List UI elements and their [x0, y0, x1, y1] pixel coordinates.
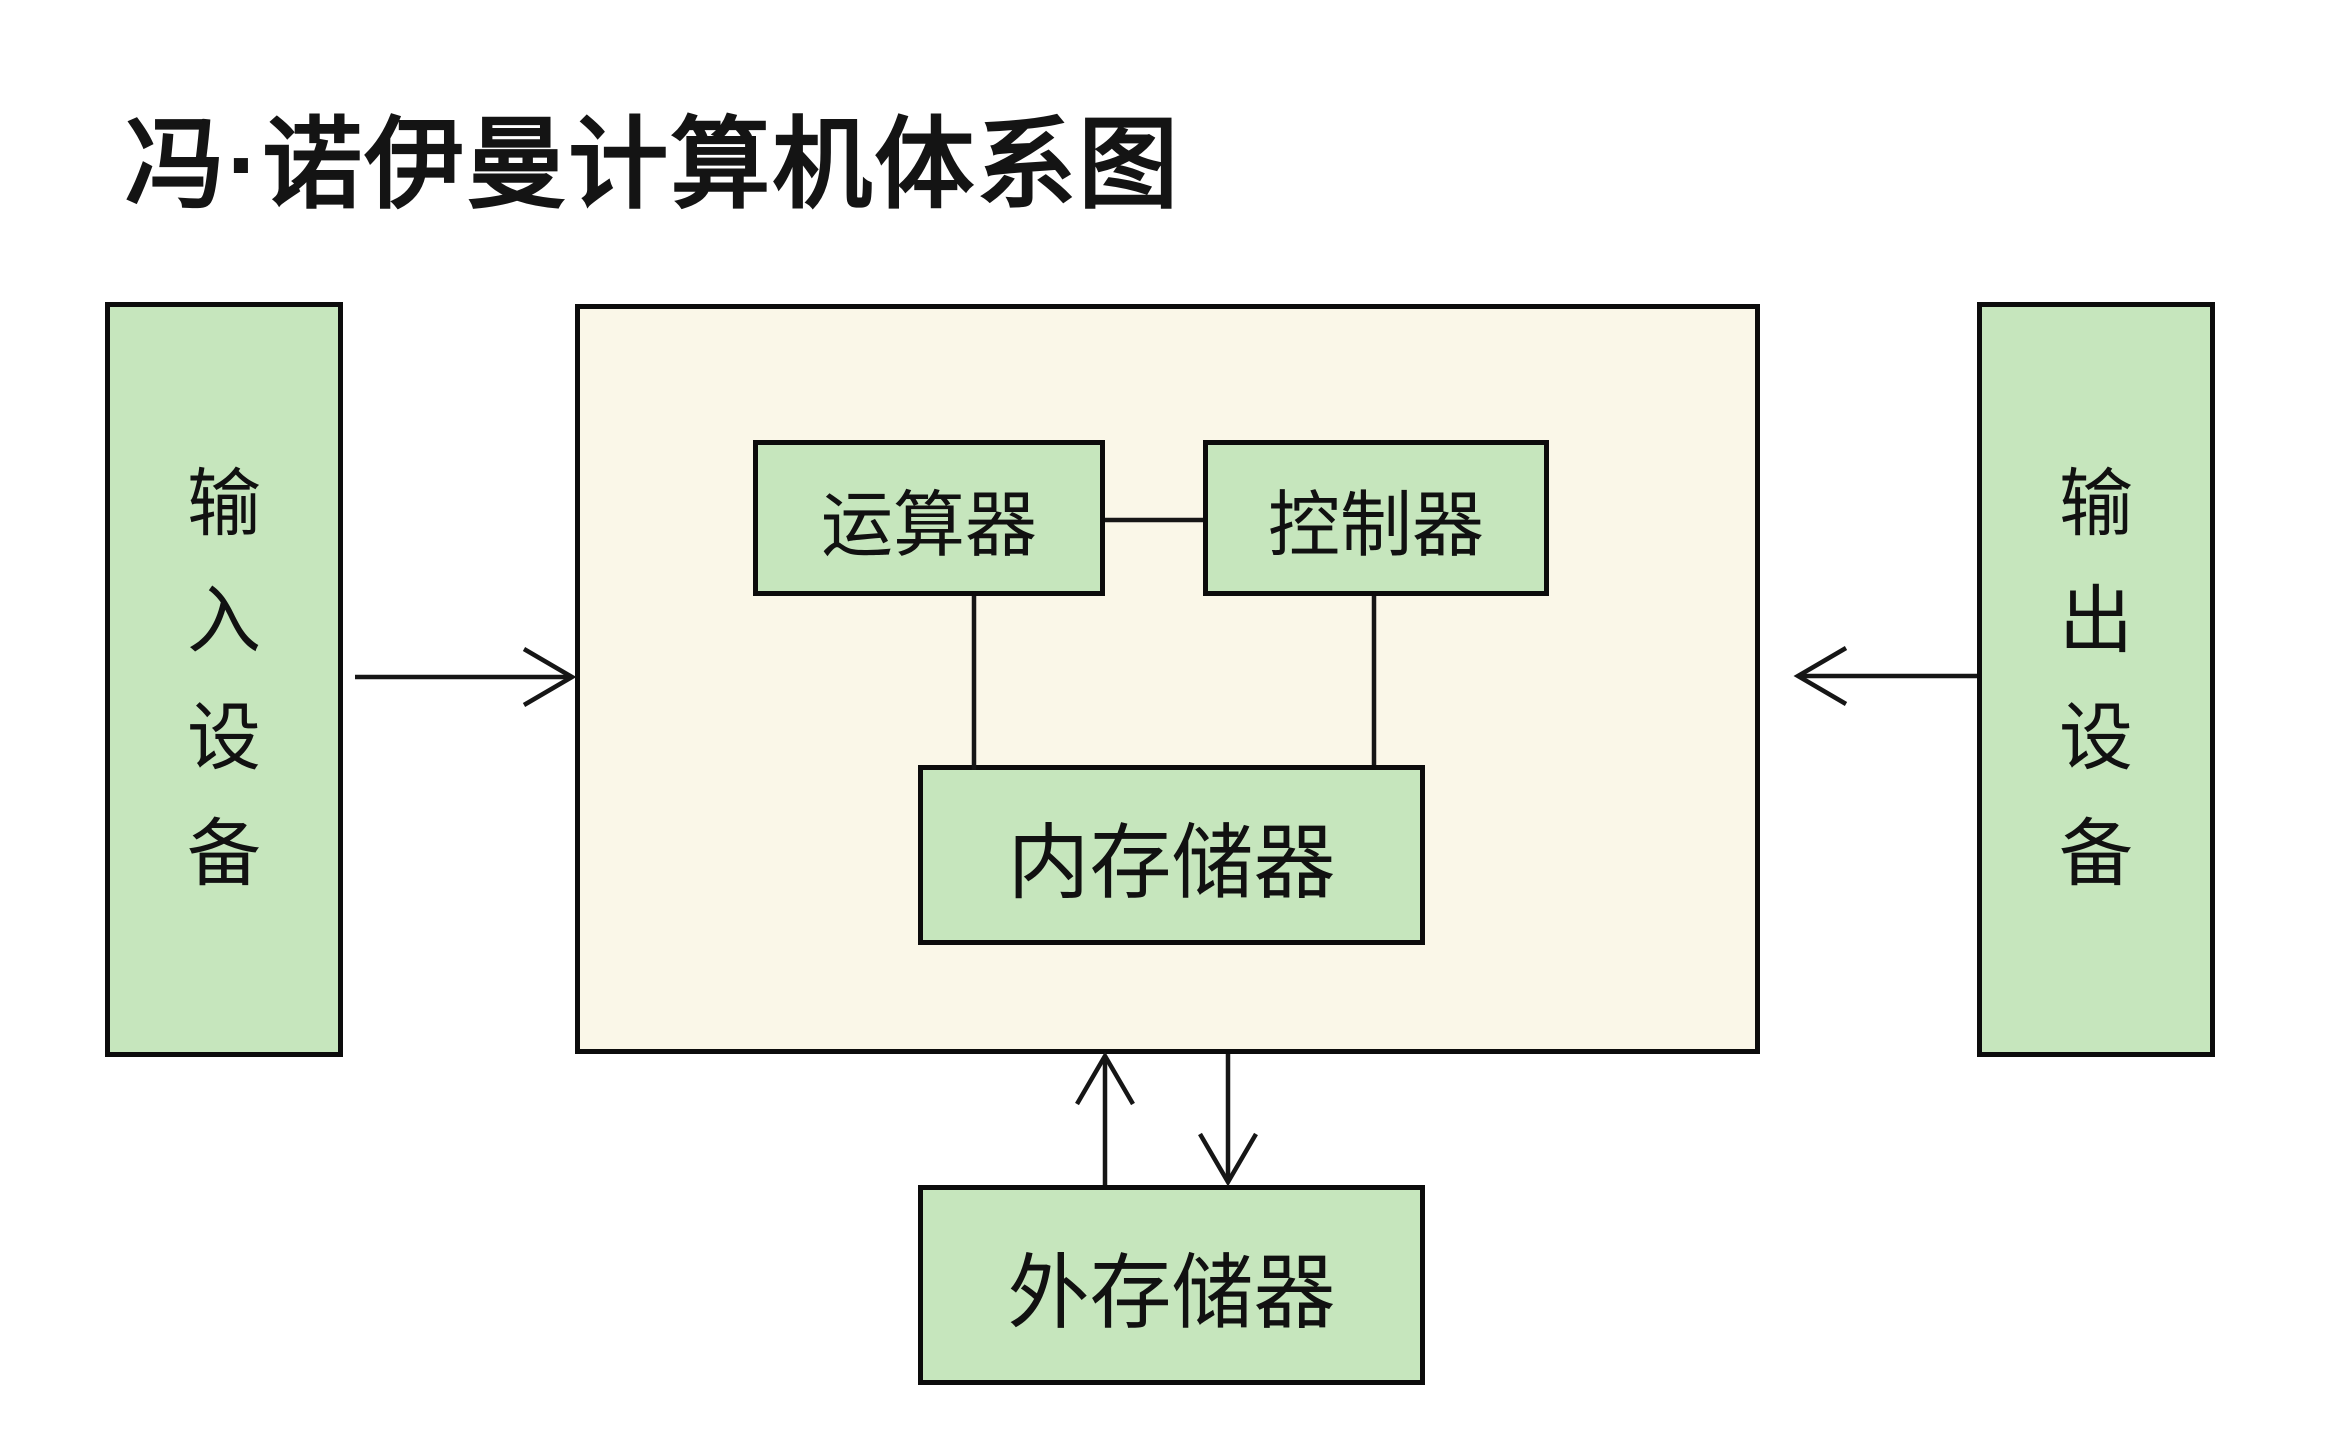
host-to-external-arrow — [1198, 1054, 1258, 1187]
node-controller: 控制器 — [1203, 440, 1549, 596]
node-memory: 内存储器 — [918, 765, 1425, 945]
output-device-label: 输出设备 — [2059, 461, 2133, 896]
diagram-title: 冯·诺伊曼计算机体系图 — [125, 109, 1181, 221]
node-output-device: 输出设备 — [1977, 302, 2215, 1057]
input-device-label: 输入设备 — [187, 461, 261, 896]
input-to-host-arrow — [355, 647, 577, 707]
node-input-device: 输入设备 — [105, 302, 343, 1057]
external-to-host-arrow — [1075, 1051, 1135, 1185]
controller-label: 控制器 — [1267, 485, 1484, 566]
node-external-storage: 外存储器 — [918, 1185, 1425, 1385]
external-storage-label: 外存储器 — [1007, 1247, 1336, 1339]
output-to-host-arrow — [1793, 646, 1977, 706]
memory-label: 内存储器 — [1007, 817, 1336, 909]
alu-label: 运算器 — [820, 485, 1037, 566]
node-alu: 运算器 — [753, 440, 1105, 596]
